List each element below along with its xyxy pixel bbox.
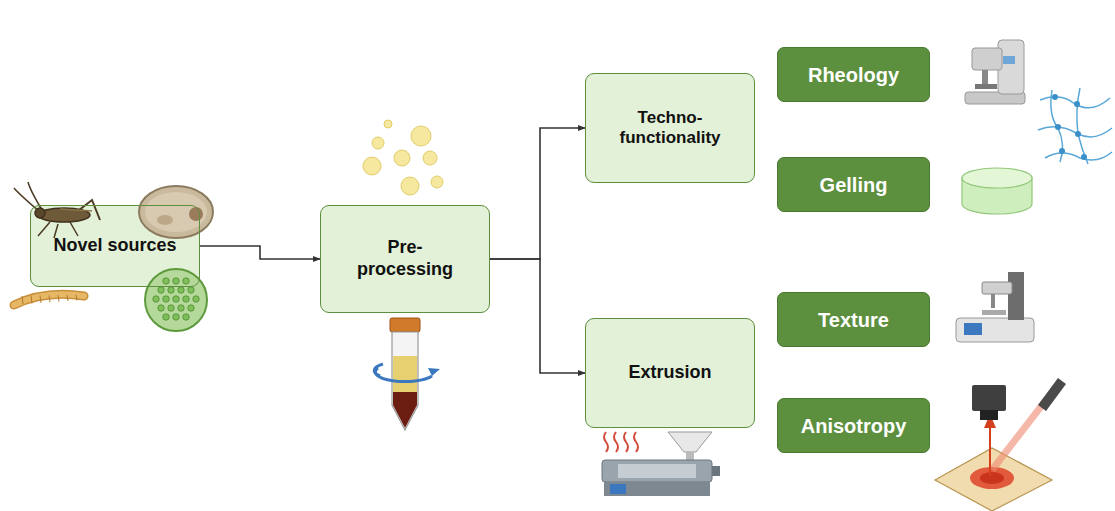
centrifuge-tube — [374, 318, 440, 430]
gel-network-icon — [1038, 88, 1112, 164]
cricket-icon — [14, 182, 100, 238]
algae-cell — [153, 296, 159, 302]
algae-cell — [188, 287, 194, 293]
algae-cell — [193, 296, 199, 302]
process-box: Techno- functionality — [585, 73, 755, 183]
worm-segment — [76, 295, 77, 301]
process-box: Pre- processing — [320, 205, 490, 313]
source-box: Novel sources — [30, 205, 200, 287]
worm-segment — [31, 296, 32, 304]
algae-cell — [168, 305, 174, 311]
box-label: Anisotropy — [801, 414, 907, 438]
algae-cell — [173, 278, 179, 284]
box-label: Pre- processing — [350, 237, 460, 280]
microalgae-icon — [145, 269, 207, 331]
algae-cell — [183, 278, 189, 284]
box-label: Texture — [818, 308, 889, 332]
worm-segment — [22, 296, 23, 304]
flow-arrow — [490, 259, 585, 373]
box-label: Extrusion — [628, 362, 711, 384]
algae-cell — [188, 305, 194, 311]
algae-cell — [178, 305, 184, 311]
algae-cell — [173, 314, 179, 320]
algae-cell — [168, 287, 174, 293]
algae-cell — [158, 287, 164, 293]
property-box: Rheology — [777, 47, 930, 102]
worm-segment — [58, 295, 59, 301]
yeast-cell-icon — [139, 186, 213, 238]
particle-bubbles — [363, 120, 443, 195]
box-label: Novel sources — [53, 235, 176, 257]
worm-segment — [49, 295, 50, 302]
algae-cell — [163, 296, 169, 302]
algae-cell — [183, 314, 189, 320]
property-box: Anisotropy — [777, 398, 930, 453]
texture-analyser-icon — [956, 272, 1034, 342]
property-box: Gelling — [777, 157, 930, 212]
rheometer-icon — [965, 40, 1025, 104]
algae-cell — [183, 296, 189, 302]
worm-segment — [67, 295, 68, 301]
imaging-setup-icon — [935, 378, 1066, 511]
process-box: Extrusion — [585, 318, 755, 428]
gel-cylinder-icon — [962, 168, 1032, 214]
algae-cell — [163, 314, 169, 320]
algae-cell — [158, 305, 164, 311]
algae-cell — [173, 296, 179, 302]
algae-cell — [163, 278, 169, 284]
flow-arrow — [200, 246, 320, 259]
worm-segment — [40, 296, 41, 303]
property-box: Texture — [777, 292, 930, 347]
mealworm-icon — [14, 294, 84, 305]
algae-cell — [178, 287, 184, 293]
box-label: Techno- functionality — [605, 108, 735, 149]
extruder-icon — [602, 432, 720, 496]
flow-arrow — [490, 128, 585, 259]
box-label: Rheology — [808, 63, 899, 87]
box-label: Gelling — [820, 173, 888, 197]
